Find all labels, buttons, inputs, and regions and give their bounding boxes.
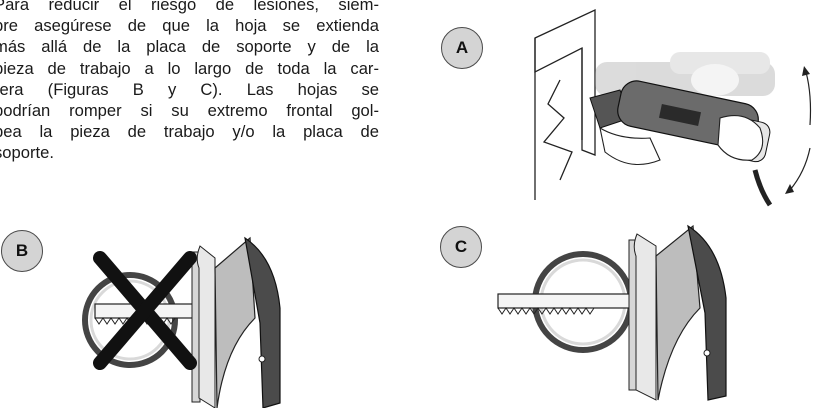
operator-hands xyxy=(599,115,764,166)
workpiece-cut-line xyxy=(542,79,573,181)
figure-a-badge: A xyxy=(441,27,483,69)
figure-b-label: B xyxy=(15,241,29,260)
saw-shoe-plate xyxy=(628,224,727,401)
workpiece-ring xyxy=(82,272,178,368)
blade-teeth xyxy=(497,307,595,315)
figure-a-label: A xyxy=(455,38,469,57)
motion-arrows xyxy=(785,66,812,194)
instruction-paragraph: Para reducir el riesgo de lesiones, siem… xyxy=(0,0,379,164)
figure-c-illustration xyxy=(497,224,727,401)
figure-a-illustration xyxy=(534,8,812,207)
paragraph-line: rera (Figuras B y C). Las hojas se xyxy=(0,79,379,99)
paragraph-line: Para reducir el riesgo de lesiones, siem… xyxy=(0,0,379,14)
paragraph-line: pre asegúrese de que la hoja se extienda xyxy=(0,16,379,36)
paragraph-line: pieza de trabajo a lo largo de toda la c… xyxy=(0,58,379,78)
figure-b-badge: B xyxy=(1,230,43,272)
figure-c-badge: C xyxy=(440,226,482,268)
paragraph-line: pea la pieza de trabajo y/o la placa de xyxy=(0,122,379,142)
figure-b-illustration xyxy=(82,236,281,408)
saw-shoe-plate xyxy=(191,236,281,408)
workpiece-panel xyxy=(534,8,596,156)
cross-mark-icon xyxy=(93,251,197,370)
paragraph-line: más allá de la placa de soporte y de la xyxy=(0,37,379,57)
paragraph-line: soporte. xyxy=(0,143,54,163)
paragraph-line: podrían romper si su extremo frontal gol… xyxy=(0,101,379,121)
figure-c-label: C xyxy=(454,237,468,256)
